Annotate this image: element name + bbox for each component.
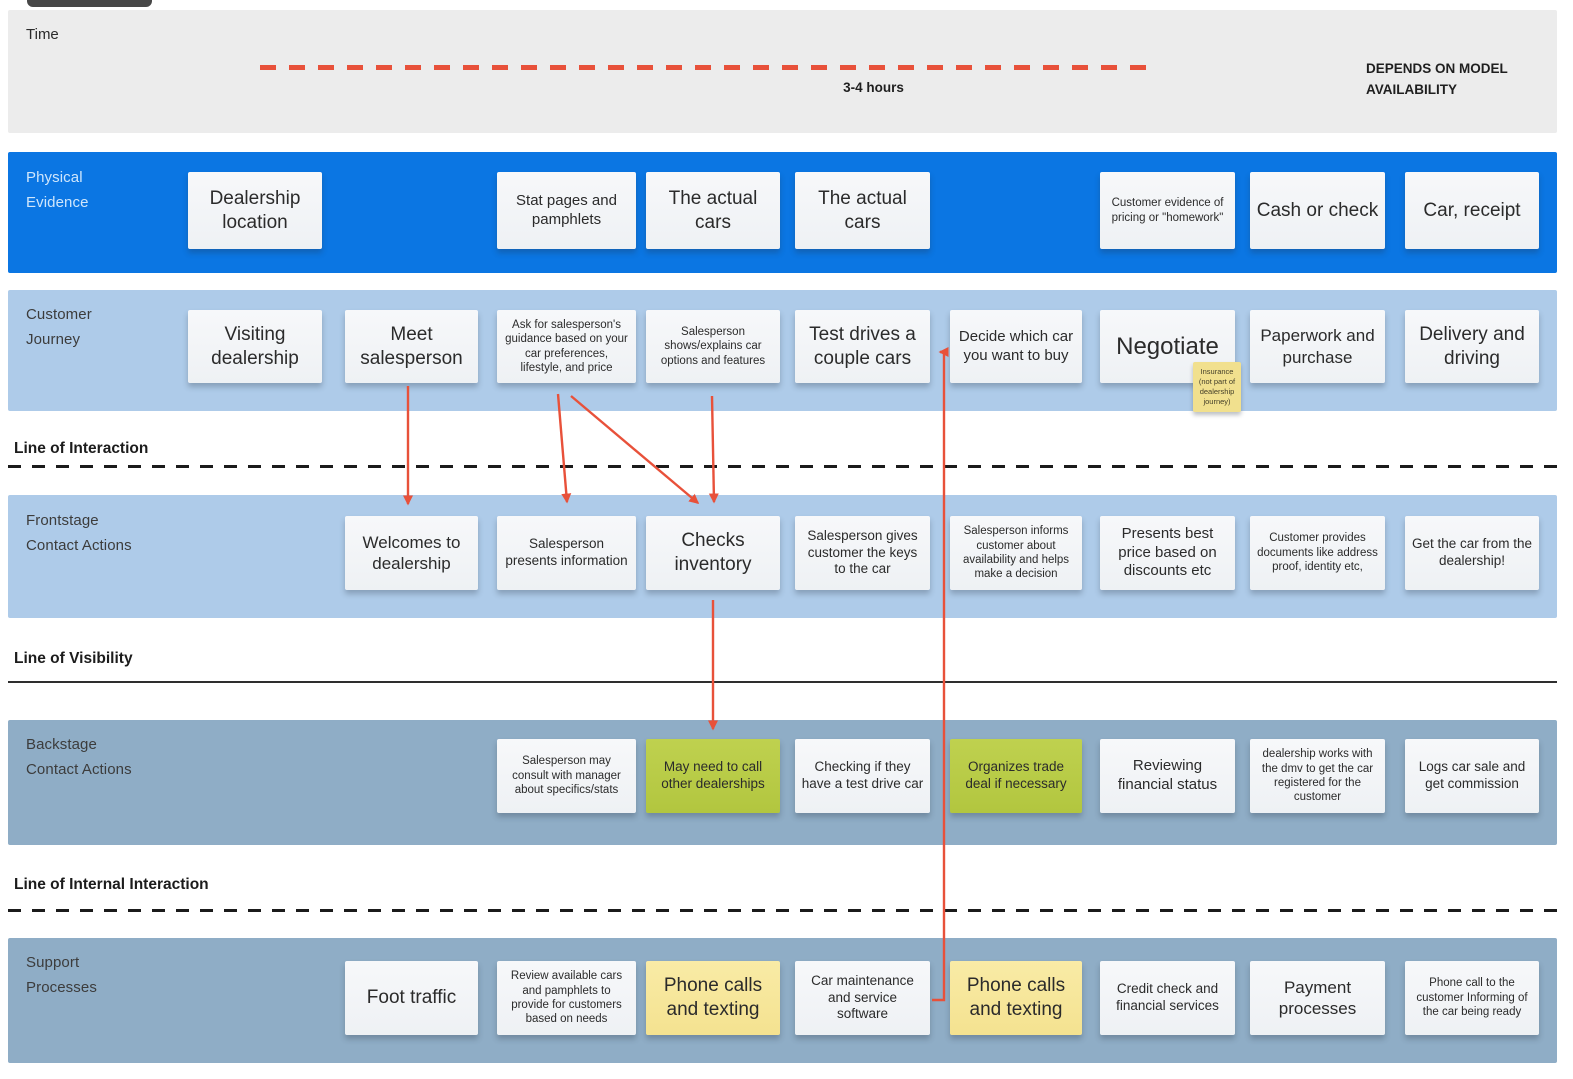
sticky-note: Meet salesperson — [345, 310, 478, 383]
sticky-note: Test drives a couple cars — [795, 310, 930, 383]
sticky-note: Reviewing financial status — [1100, 739, 1235, 813]
sticky-note: Visiting dealership — [188, 310, 322, 383]
sticky-note: Credit check and financial services — [1100, 961, 1235, 1035]
timeline-duration-label: 3-4 hours — [843, 80, 904, 95]
time-row-label: Time — [26, 26, 59, 43]
line-of-visibility-label: Line of Visibility — [14, 650, 133, 667]
timeline-dashed-line — [260, 65, 1157, 70]
sticky-note: Checking if they have a test drive car — [795, 739, 930, 813]
line-of-internal-interaction — [8, 909, 1557, 912]
sticky-note: Phone call to the customer Informing of … — [1405, 961, 1539, 1035]
sticky-note: Review available cars and pamphlets to p… — [497, 961, 636, 1035]
arrow-shows-to-checks-inventory — [708, 395, 719, 504]
sticky-note: Paperwork and purchase — [1250, 310, 1385, 383]
sticky-note: The actual cars — [646, 172, 780, 249]
sticky-note: Stat pages and pamphlets — [497, 172, 636, 249]
timeline-availability-note: DEPENDS ON MODEL AVAILABILITY — [1366, 61, 1508, 97]
sticky-note: Decide which car you want to buy — [950, 310, 1082, 383]
arrow-ask-to-checks-inventory — [570, 395, 700, 504]
sticky-note: May need to call other dealerships — [646, 739, 780, 813]
sticky-note: The actual cars — [795, 172, 930, 249]
sticky-note: Logs car sale and get commission — [1405, 739, 1539, 813]
support-lane-label: Support Processes — [26, 954, 97, 996]
sticky-note: Ask for salesperson's guidance based on … — [497, 310, 636, 383]
sticky-note: Phone calls and texting — [950, 961, 1082, 1035]
sticky-note: Customer evidence of pricing or "homewor… — [1100, 172, 1235, 249]
sticky-note: Organizes trade deal if necessary — [950, 739, 1082, 813]
sticky-note: Salesperson may consult with manager abo… — [497, 739, 636, 813]
line-of-interaction — [8, 465, 1557, 468]
sticky-note: Payment processes — [1250, 961, 1385, 1035]
sticky-note: Salesperson informs customer about avail… — [950, 516, 1082, 590]
customer-journey-lane-label: Customer Journey — [26, 306, 92, 348]
sticky-note: Welcomes to dealership — [345, 516, 478, 590]
sticky-note: Get the car from the dealership! — [1405, 516, 1539, 590]
sticky-note: Customer provides documents like address… — [1250, 516, 1385, 590]
sticky-note: Phone calls and texting — [646, 961, 780, 1035]
physical-evidence-lane-label: Physical Evidence — [26, 169, 89, 211]
time-band: Time 3-4 hours DEPENDS ON MODEL AVAILABI… — [8, 10, 1557, 133]
line-of-internal-interaction-label: Line of Internal Interaction — [14, 876, 209, 893]
arrow-software-to-test-drives — [932, 347, 949, 1002]
sticky-note: Car maintenance and service software — [795, 961, 930, 1035]
cropped-window-artifact — [27, 0, 152, 7]
sticky-note: Salesperson gives customer the keys to t… — [795, 516, 930, 590]
frontstage-lane-label: Frontstage Contact Actions — [26, 512, 132, 554]
sticky-note: Presents best price based on discounts e… — [1100, 516, 1235, 590]
sticky-note: Checks inventory — [646, 516, 780, 590]
sticky-note: Dealership location — [188, 172, 322, 249]
insurance-annotation-note: Insurance (not part of dealership journe… — [1193, 362, 1241, 412]
line-of-interaction-label: Line of Interaction — [14, 440, 149, 457]
sticky-note: Delivery and driving — [1405, 310, 1539, 383]
backstage-lane-label: Backstage Contact Actions — [26, 736, 132, 778]
sticky-note: Salesperson shows/explains car options a… — [646, 310, 780, 383]
line-of-visibility — [8, 681, 1557, 683]
sticky-note: dealership works with the dmv to get the… — [1250, 739, 1385, 813]
sticky-note: Cash or check — [1250, 172, 1385, 249]
sticky-note: Salesperson presents information — [497, 516, 636, 590]
sticky-note: Car, receipt — [1405, 172, 1539, 249]
sticky-note: Foot traffic — [345, 961, 478, 1035]
